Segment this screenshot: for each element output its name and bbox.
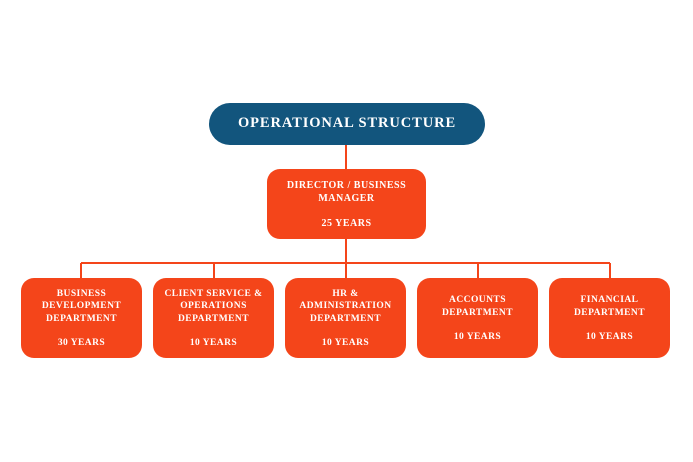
department-years: 10 YEARS bbox=[189, 338, 238, 349]
node-business-development-department: BUSINESS DEVELOPMENT DEPARTMENT 30 YEARS bbox=[21, 278, 142, 358]
root-node-operational-structure: OPERATIONAL STRUCTURE bbox=[209, 103, 485, 145]
department-years: 10 YEARS bbox=[453, 332, 502, 343]
department-years: 10 YEARS bbox=[321, 338, 370, 349]
root-node-label: OPERATIONAL STRUCTURE bbox=[237, 115, 457, 132]
node-financial-department: FINANCIAL DEPARTMENT 10 YEARS bbox=[549, 278, 670, 358]
department-years: 30 YEARS bbox=[57, 338, 106, 349]
node-hr-administration-department: HR & ADMINISTRATION DEPARTMENT 10 YEARS bbox=[285, 278, 406, 358]
node-director-business-manager: DIRECTOR / BUSINESS MANAGER 25 YEARS bbox=[267, 169, 426, 239]
department-label: ACCOUNTS DEPARTMENT bbox=[441, 294, 514, 318]
department-label: BUSINESS DEVELOPMENT DEPARTMENT bbox=[41, 288, 122, 324]
department-label: CLIENT SERVICE & OPERATIONS DEPARTMENT bbox=[164, 288, 263, 324]
node-client-service-operations-department: CLIENT SERVICE & OPERATIONS DEPARTMENT 1… bbox=[153, 278, 274, 358]
director-node-years: 25 YEARS bbox=[321, 218, 372, 229]
department-label: FINANCIAL DEPARTMENT bbox=[573, 294, 646, 318]
node-accounts-department: ACCOUNTS DEPARTMENT 10 YEARS bbox=[417, 278, 538, 358]
director-node-label: DIRECTOR / BUSINESS MANAGER bbox=[286, 180, 407, 204]
department-label: HR & ADMINISTRATION DEPARTMENT bbox=[299, 288, 392, 324]
department-years: 10 YEARS bbox=[585, 332, 634, 343]
